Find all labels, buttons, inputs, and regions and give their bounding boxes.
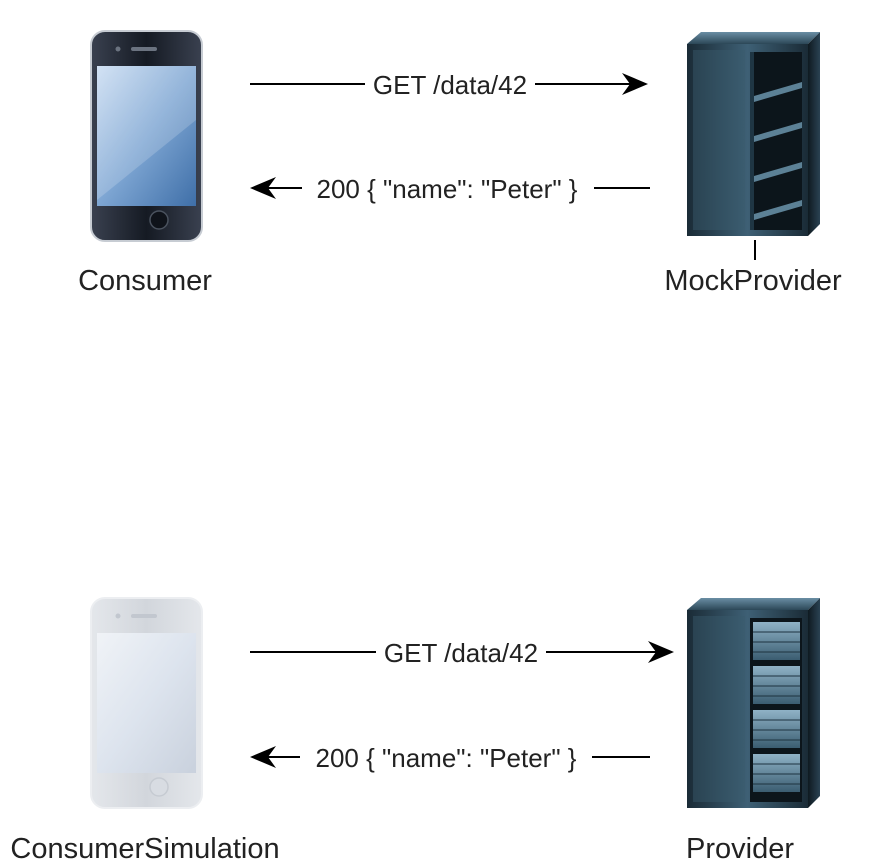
consumer-simulation-label: ConsumerSimulation [10, 833, 279, 865]
provider-label: Provider [686, 833, 794, 865]
scenario-1: Consumer MockProvider GET /data/42 [78, 30, 842, 297]
request-label: GET /data/42 [384, 638, 538, 668]
response-label: 200 { "name": "Peter" } [317, 174, 578, 204]
response-label: 200 { "name": "Peter" } [316, 743, 577, 773]
mock-provider-label: MockProvider [664, 265, 842, 297]
request-arrow [250, 641, 674, 663]
scenario-2: ConsumerSimulation Provider [10, 597, 820, 865]
server-rack-icon [687, 598, 820, 808]
consumer-label: Consumer [78, 265, 212, 297]
server-rack-icon [687, 32, 820, 260]
request-label: GET /data/42 [373, 70, 527, 100]
request-arrow [250, 73, 648, 95]
smartphone-icon [90, 30, 203, 242]
response-arrow [250, 177, 650, 199]
smartphone-icon [90, 597, 203, 809]
response-arrow [250, 746, 650, 768]
